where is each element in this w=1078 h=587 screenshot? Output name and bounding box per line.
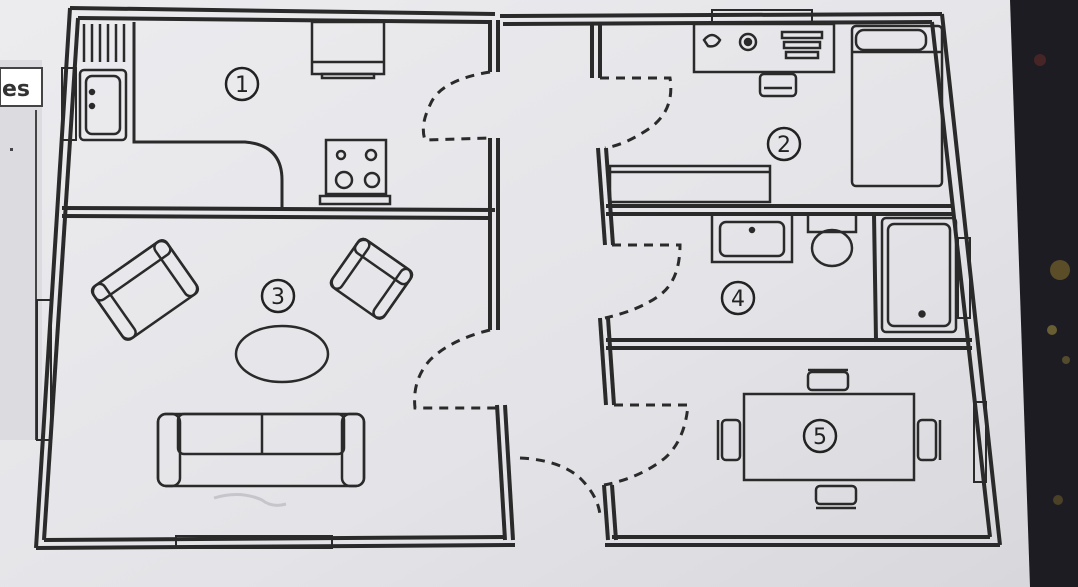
room-3-number: 3 — [271, 285, 285, 310]
bathroom: 4 — [710, 212, 958, 334]
chair-bottom — [814, 484, 858, 510]
chair-top — [806, 368, 850, 392]
living-room: 3 — [90, 237, 414, 507]
room-3-marker: 3 — [260, 278, 296, 314]
kitchen: 1 — [78, 20, 392, 210]
coffee-table — [234, 324, 330, 384]
room-2-marker: 2 — [766, 126, 802, 162]
room-4-marker: 4 — [720, 280, 756, 316]
dining-table — [742, 392, 916, 482]
armchair-left — [90, 239, 200, 341]
paper-sheet — [0, 0, 1030, 587]
sofa — [156, 412, 366, 488]
bathroom-sink — [710, 212, 794, 264]
radiator — [82, 24, 126, 62]
wardrobe — [608, 164, 772, 204]
smudge-mark — [213, 493, 287, 507]
room-1-marker: 1 — [224, 66, 260, 102]
room-1-number: 1 — [235, 73, 249, 98]
kitchen-sink — [78, 68, 128, 142]
page-fragment-text: es — [2, 77, 30, 102]
bathtub — [880, 216, 958, 334]
room-4-number: 4 — [731, 287, 745, 312]
left-page-fragment: es — [0, 60, 43, 440]
dining-room: 5 — [716, 368, 942, 510]
room-5-number: 5 — [813, 425, 827, 450]
chair-left — [716, 418, 742, 462]
bedroom: 2 — [608, 22, 944, 204]
chair-right — [916, 418, 942, 462]
windows — [36, 9, 987, 549]
room-2-number: 2 — [777, 133, 791, 158]
bed — [850, 24, 944, 188]
doors — [413, 70, 690, 516]
armchair-right — [329, 237, 414, 320]
refrigerator — [310, 20, 386, 80]
room-5-marker: 5 — [802, 418, 838, 454]
toilet — [806, 212, 858, 268]
stove — [318, 138, 392, 206]
background-lights — [1034, 54, 1070, 505]
desk — [692, 22, 836, 98]
kitchen-counter — [132, 22, 284, 210]
